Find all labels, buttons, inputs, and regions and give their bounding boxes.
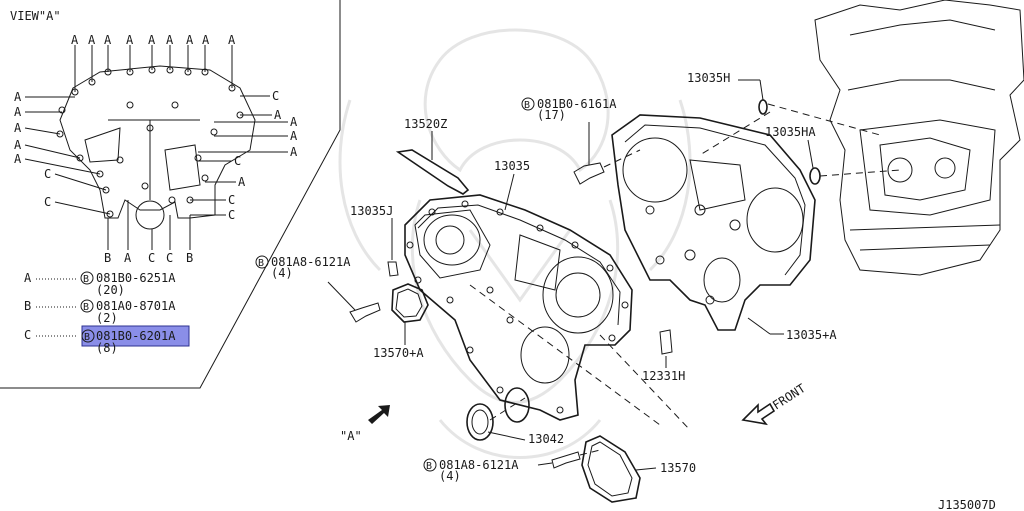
svg-text:C: C (228, 193, 235, 207)
label-13042: 13042 (528, 432, 564, 446)
tensioner-13520z (395, 149, 470, 195)
svg-text:B: B (186, 251, 193, 265)
svg-text:B: B (84, 332, 90, 343)
label-13035h: 13035H (687, 71, 730, 85)
front-label: FRONT (770, 381, 808, 412)
bolt-081a8-6121a-bottom: B 081A8-6121A (4) (423, 449, 601, 483)
svg-text:B: B (524, 100, 530, 111)
front-cover-bolt-holes (406, 200, 629, 414)
svg-text:A: A (290, 145, 298, 159)
svg-text:(17): (17) (537, 108, 566, 122)
svg-text:A: A (186, 33, 194, 47)
dowel-12331h (659, 329, 673, 355)
svg-text:C: C (148, 251, 155, 265)
svg-text:A: A (238, 175, 246, 189)
rear-timing-cover (611, 114, 816, 331)
svg-text:A: A (14, 138, 22, 152)
legend: A B 081B0-6251A (20) B B 081A0-8701A (2)… (24, 271, 190, 355)
label-13035-a: 13035+A (786, 328, 837, 342)
svg-text:081B0-6201A: 081B0-6201A (96, 329, 176, 343)
svg-text:A: A (14, 152, 22, 166)
svg-text:A: A (24, 271, 32, 285)
svg-text:A: A (274, 108, 282, 122)
view-a-label: "A" (340, 429, 362, 443)
svg-text:A: A (88, 33, 96, 47)
svg-text:C: C (44, 195, 51, 209)
svg-text:(8): (8) (96, 341, 118, 355)
svg-text:A: A (290, 115, 298, 129)
svg-text:081B0-6161A: 081B0-6161A (537, 97, 617, 111)
svg-text:A: A (14, 121, 22, 135)
svg-text:C: C (44, 167, 51, 181)
svg-text:A: A (14, 105, 22, 119)
svg-text:(2): (2) (96, 311, 118, 325)
svg-text:B: B (258, 258, 264, 269)
legend-row-c[interactable]: C B 081B0-6201A (8) (24, 325, 190, 355)
front-timing-cover (404, 194, 691, 431)
bolt-081a8-6121a-left: B 081A8-6121A (4) (255, 255, 381, 323)
engine-block (814, 0, 1024, 276)
legend-row-a: A B 081B0-6251A (20) (24, 271, 176, 297)
view-a-bolt-holes (56, 66, 244, 218)
svg-text:A: A (71, 33, 79, 47)
svg-text:A: A (202, 33, 210, 47)
view-title: VIEW"A" (10, 9, 61, 23)
svg-text:(4): (4) (439, 469, 461, 483)
view-a-arrow (368, 405, 390, 424)
label-12331h: 12331H (642, 369, 685, 383)
svg-text:C: C (166, 251, 173, 265)
bolt-081b0-6161a: B 081B0-6161A (17) (521, 97, 641, 185)
gasket-13570a (391, 283, 429, 323)
label-13570-a: 13570+A (373, 346, 424, 360)
svg-text:C: C (234, 154, 241, 168)
front-arrow (741, 402, 776, 426)
svg-text:081A0-8701A: 081A0-8701A (96, 299, 176, 313)
svg-text:A: A (166, 33, 174, 47)
svg-text:(20): (20) (96, 283, 125, 297)
svg-text:A: A (14, 90, 22, 104)
svg-text:A: A (126, 33, 134, 47)
svg-text:A: A (228, 33, 236, 47)
label-13035j: 13035J (350, 204, 393, 218)
svg-text:A: A (290, 129, 298, 143)
label-13035: 13035 (494, 159, 530, 173)
svg-text:B: B (83, 274, 89, 285)
view-a-schematic: A A A A A A A A A A A A A A C C C A A A … (14, 33, 298, 265)
diagram-code: J135007D (938, 498, 996, 511)
oil-seal-13042 (466, 387, 530, 441)
label-13035ha: 13035HA (765, 125, 816, 139)
label-13520z: 13520Z (404, 117, 447, 131)
o-ring-13035ha (809, 167, 821, 185)
svg-text:A: A (148, 33, 156, 47)
svg-text:C: C (272, 89, 279, 103)
svg-text:B: B (24, 299, 31, 313)
label-13570: 13570 (660, 461, 696, 475)
svg-text:(4): (4) (271, 266, 293, 280)
svg-text:081B0-6251A: 081B0-6251A (96, 271, 176, 285)
gasket-13570 (581, 435, 641, 503)
legend-row-b: B B 081A0-8701A (2) (24, 299, 176, 325)
svg-text:C: C (228, 208, 235, 222)
svg-text:A: A (104, 33, 112, 47)
dowel-13035j (387, 261, 399, 277)
o-ring-13035h (758, 99, 768, 115)
svg-text:B: B (83, 302, 89, 313)
svg-text:A: A (124, 251, 132, 265)
svg-text:B: B (426, 461, 432, 472)
svg-text:081A8-6121A: 081A8-6121A (271, 255, 351, 269)
view-box-border (0, 0, 341, 389)
svg-text:081A8-6121A: 081A8-6121A (439, 458, 519, 472)
svg-text:C: C (24, 328, 31, 342)
svg-text:B: B (104, 251, 111, 265)
